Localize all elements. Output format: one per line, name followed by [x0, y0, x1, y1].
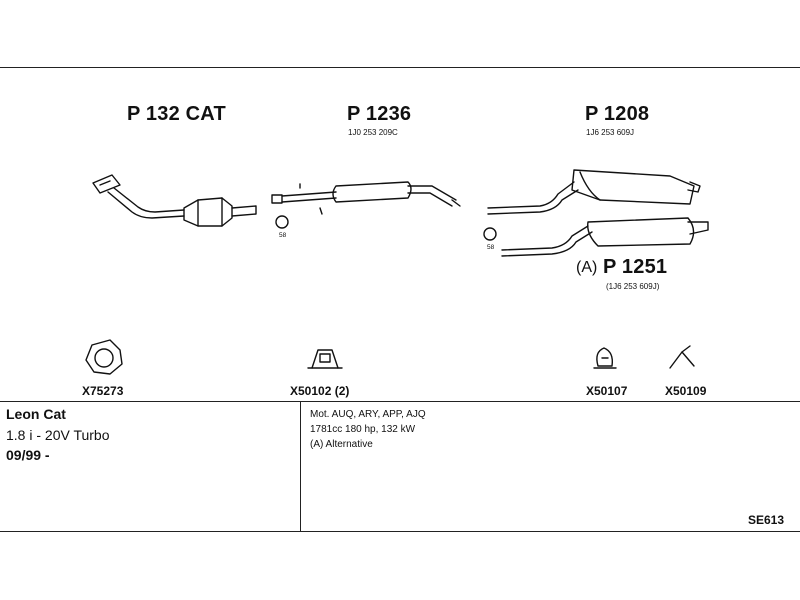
engine-spec-note: 1781cc 180 hp, 132 kW: [310, 424, 416, 435]
horizontal-divider: [0, 401, 800, 402]
vehicle-engine: 1.8 i - 20V Turbo: [6, 427, 110, 443]
part-code-rear: P 1208: [585, 103, 650, 125]
vertical-divider: [300, 402, 301, 532]
rubber-hanger-icon: [593, 347, 617, 369]
accessory-code: X50107: [586, 384, 628, 398]
oe-number-rear: 1J6 253 609J: [586, 128, 635, 137]
alternative-mark: (A): [576, 259, 598, 276]
mounting-bracket-icon: [307, 349, 343, 369]
diagram-code: SE613: [748, 513, 785, 527]
gasket-ring-icon: [85, 339, 123, 375]
accessory-code: X75273: [82, 384, 124, 398]
part-code-catalytic: P 132 CAT: [127, 103, 226, 125]
alternative-note: (A) Alternative: [310, 439, 373, 450]
alternative-silencer-drawing: [501, 217, 709, 257]
engine-codes-note: Mot. AUQ, ARY, APP, AJQ: [310, 409, 426, 420]
clamp-number: 58: [279, 232, 287, 239]
accessory-code: X50102 (2): [290, 384, 350, 398]
rear-silencer-drawing: [487, 169, 701, 215]
catalytic-converter-drawing: [92, 174, 257, 227]
accessory-code: X50109: [665, 384, 707, 398]
y-hanger-icon: [669, 345, 695, 369]
center-pipe-drawing: [271, 181, 461, 215]
vehicle-model: Leon Cat: [6, 406, 66, 422]
clamp-icon: [275, 215, 289, 229]
vehicle-date: 09/99 -: [6, 447, 50, 463]
oe-number-alternative: (1J6 253 609J): [606, 282, 660, 291]
diagram-frame: [0, 67, 800, 532]
oe-number-center: 1J0 253 209C: [348, 128, 398, 137]
part-code-alternative: P 1251: [603, 256, 668, 278]
clamp-number: 58: [487, 244, 495, 251]
part-code-center: P 1236: [347, 103, 412, 125]
clamp-icon: [483, 227, 497, 241]
